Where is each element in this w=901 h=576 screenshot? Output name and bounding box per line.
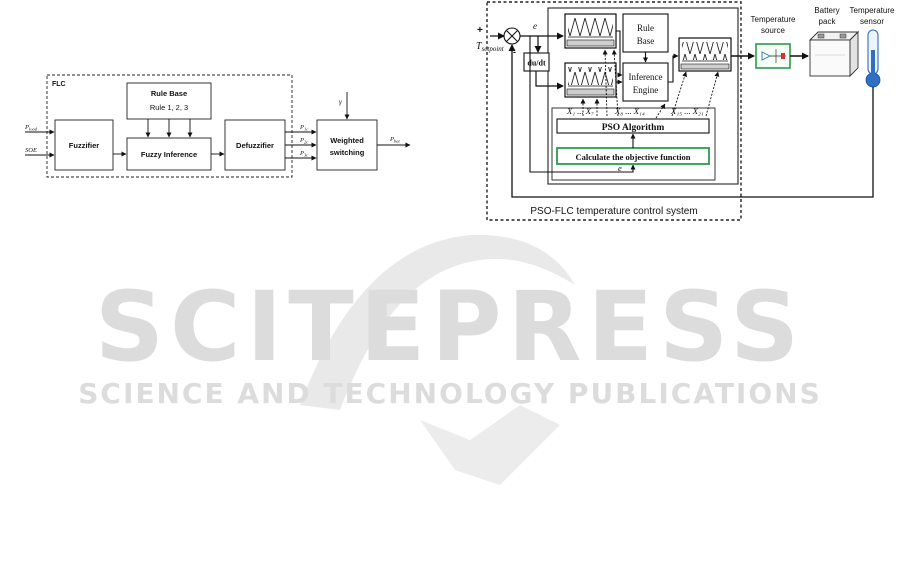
x-labels-mid: X₈ ... X₁₄ — [614, 106, 645, 116]
temperature-source-line1: Temperature — [751, 15, 796, 24]
error-label: e — [533, 21, 537, 31]
derivative-label: du/dt — [527, 59, 546, 68]
minus-sign: - — [513, 47, 516, 57]
input-pload: Pload — [24, 124, 38, 132]
final-out-pbat: Pbat — [389, 136, 400, 144]
flc-container — [46, 74, 293, 178]
pso-algorithm-block — [556, 118, 710, 134]
fuzzy-inference-label: Fuzzy Inference — [141, 150, 197, 159]
pso-rule-base-line1: Rule — [637, 23, 654, 33]
x-labels-right: X₁₅ ... X₂₁ — [670, 106, 704, 116]
temperature-sensor-line1: Temperature — [850, 6, 895, 15]
weighted-switching-block — [316, 119, 378, 171]
rule-base-rules: Rule 1, 2, 3 — [150, 103, 188, 112]
input-soe: SOE — [25, 147, 37, 154]
gamma-label: γ — [339, 98, 342, 106]
controller-box — [547, 7, 739, 185]
pso-flc-outer-frame — [486, 1, 742, 221]
watermark-word: SCITEPRESS — [95, 271, 805, 383]
weighted-switching-line1: Weighted — [330, 136, 364, 145]
inference-line1: Inference — [629, 72, 663, 82]
out-p2c: P2c — [299, 137, 308, 145]
out-p3c: P3c — [299, 150, 308, 158]
pso-rule-base-line2: Base — [637, 36, 655, 46]
setpoint-label: Tsetpoint — [476, 41, 505, 53]
flc-container-label: FLC — [52, 81, 66, 88]
fuzzifier-block — [54, 119, 114, 171]
temperature-sensor-line2: sensor — [860, 17, 884, 26]
plus-sign: + — [477, 25, 483, 36]
pso-algorithm-label: PSO Algorithm — [602, 123, 665, 133]
inference-line2: Engine — [633, 85, 659, 95]
error-label-bottom: e — [618, 163, 622, 173]
fuzzy-inference-block — [126, 137, 212, 171]
thermometer-icon — [865, 29, 881, 88]
pso-rule-base-block — [622, 13, 669, 53]
watermark-tagline: SCIENCE AND TECHNOLOGY PUBLICATIONS — [78, 377, 822, 410]
temperature-source-line2: source — [761, 26, 786, 35]
out-p1c: P1c — [299, 124, 308, 132]
watermark: SCITEPRESS SCIENCE AND TECHNOLOGY PUBLIC… — [78, 234, 822, 485]
pso-region — [551, 107, 716, 181]
defuzzifier-label: Defuzzifier — [236, 141, 274, 150]
pso-flc-diagram: + Tsetpoint - e du/dt Rule Base — [476, 1, 895, 221]
x-labels-left: X₁ ... X₇ — [566, 106, 594, 116]
flc-diagram: FLC Rule Base Rule 1, 2, 3 Fuzzifier Fuz… — [24, 74, 411, 178]
battery-icon — [808, 30, 860, 78]
battery-pack-line1: Battery — [814, 6, 839, 15]
rule-base-title: Rule Base — [151, 89, 187, 98]
system-caption: PSO-FLC temperature control system — [530, 206, 697, 217]
weighted-switching-line2: switching — [330, 148, 365, 157]
fuzzifier-label: Fuzzifier — [69, 141, 99, 150]
battery-pack-line2: pack — [819, 17, 837, 26]
inference-engine-block — [622, 62, 669, 102]
objective-function-label: Calculate the objective function — [576, 152, 691, 162]
